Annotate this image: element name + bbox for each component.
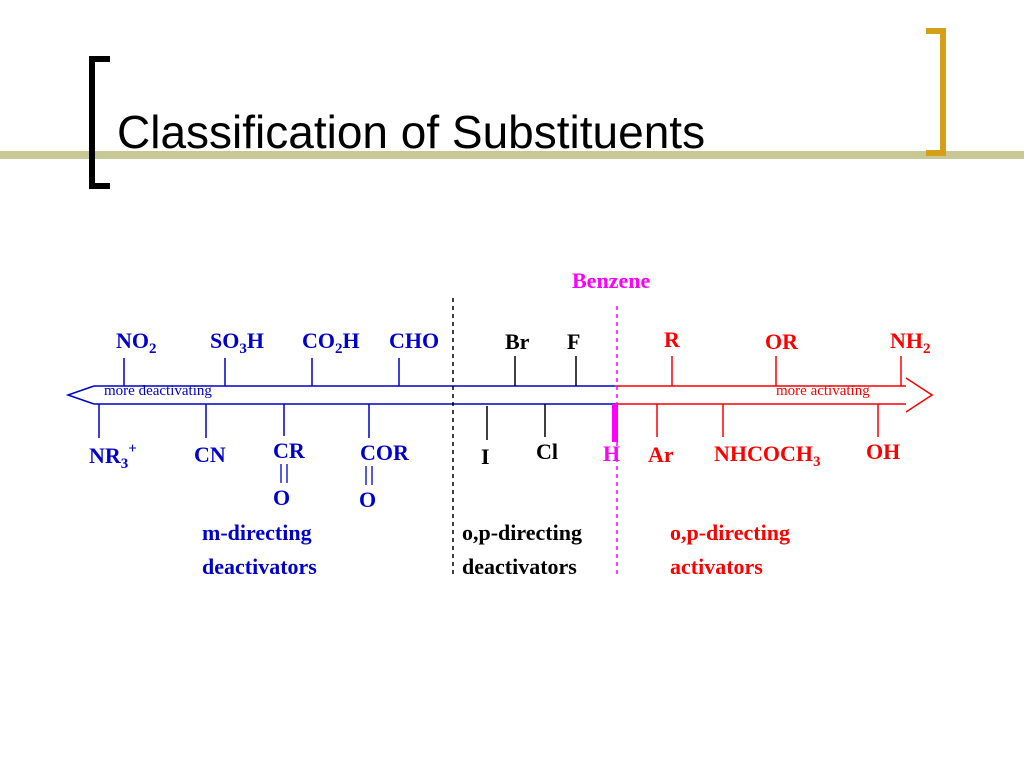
more-activating-caption: more activating [776,383,870,399]
label-no2: NO2 [116,328,157,357]
label-cor: COR [360,440,409,465]
op-activators-caption-2: activators [670,554,763,579]
label-i: I [481,444,490,469]
hydrogen-marker [612,404,618,442]
label-cor-oxygen: O [359,487,377,512]
meta-deactivators-caption: deactivators [202,554,317,579]
halogen-ticks [486,356,577,440]
label-cr-oxygen: O [273,485,291,510]
benzene-label: Benzene [572,268,651,293]
label-or: OR [765,329,798,354]
deactivating-axis [65,358,615,438]
title-underline-band [0,151,1024,159]
label-f: F [567,329,581,354]
label-so3h: SO3H [210,328,264,357]
label-cn: CN [194,442,226,467]
label-nhcoch3: NHCOCH3 [714,441,821,470]
label-r: R [664,327,680,352]
op-deactivators-caption-1: o,p-directing [462,520,582,545]
meta-directing-caption: m-directing [202,520,312,545]
label-cho: CHO [389,328,440,353]
right-bracket [926,28,946,156]
label-co2h: CO2H [302,328,360,357]
op-deactivators-caption-2: deactivators [462,554,577,579]
label-nr3: NR3+ [89,441,137,472]
label-br: Br [505,329,530,354]
label-oh: OH [866,439,901,464]
slide-title: Classification of Substituents [117,106,706,158]
activating-axis [615,356,934,437]
label-cr: CR [273,438,305,463]
more-deactivating-caption: more deactivating [104,383,212,399]
label-h: H [603,441,621,466]
op-activators-caption-1: o,p-directing [670,520,790,545]
label-ar: Ar [648,442,674,467]
label-cl: Cl [536,439,558,464]
label-nh2: NH2 [890,328,931,357]
carbonyl-double-bonds [280,464,373,485]
left-bracket [89,56,110,189]
